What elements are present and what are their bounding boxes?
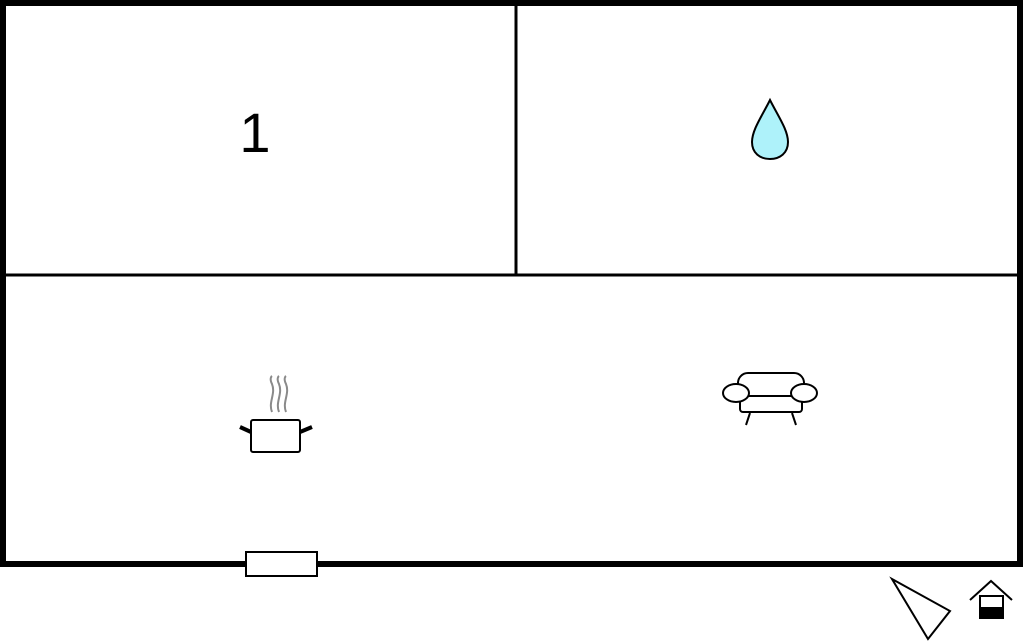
house-level-icon — [969, 579, 1013, 619]
entrance-door — [245, 551, 318, 577]
room-number-label: 1 — [239, 101, 270, 164]
water-drop-icon — [750, 97, 790, 161]
north-arrow-icon — [889, 576, 952, 641]
sofa-icon — [722, 372, 818, 426]
cooking-pot-icon — [239, 375, 313, 453]
outer-wall — [0, 0, 1023, 567]
